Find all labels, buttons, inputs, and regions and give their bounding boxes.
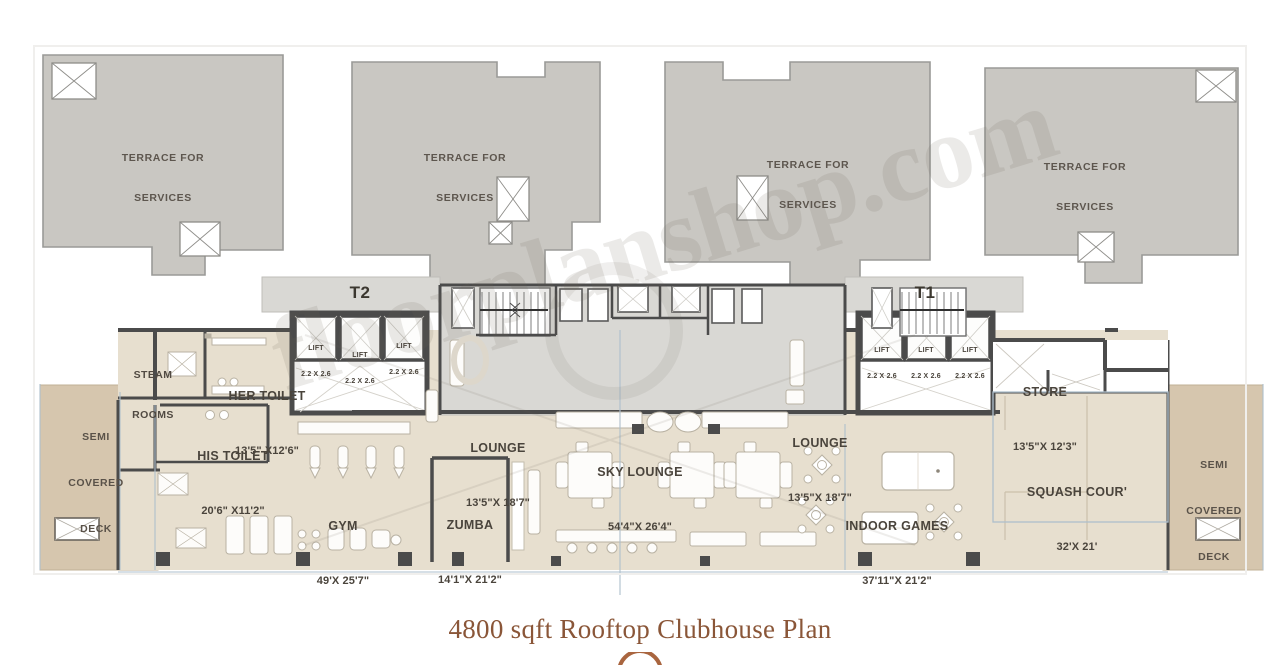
indoor-games-furniture	[797, 446, 963, 545]
terrace-shapes	[42, 54, 1239, 286]
gym-equipment	[157, 333, 411, 555]
setback-grid-lines	[39, 330, 1264, 595]
zumba-walls	[430, 456, 510, 562]
logo-arc-icon	[617, 652, 663, 665]
floor-plan-drawing	[33, 45, 1264, 595]
lift-core-t2	[289, 310, 430, 416]
zumba-mirror	[511, 461, 525, 551]
structural-walls	[118, 313, 1118, 340]
left-wing-walls	[116, 328, 292, 570]
structural-columns	[156, 424, 980, 566]
title-bar: 4800 sqft Rooftop Clubhouse Plan	[0, 598, 1280, 665]
store-room-fill	[993, 340, 1168, 392]
toilet-fixtures	[167, 337, 267, 420]
lounge-furniture	[449, 335, 805, 405]
page-title: 4800 sqft Rooftop Clubhouse Plan	[448, 614, 832, 644]
terrace-shaft-boxes	[51, 62, 1237, 263]
squash-court-lines	[1004, 396, 1088, 540]
